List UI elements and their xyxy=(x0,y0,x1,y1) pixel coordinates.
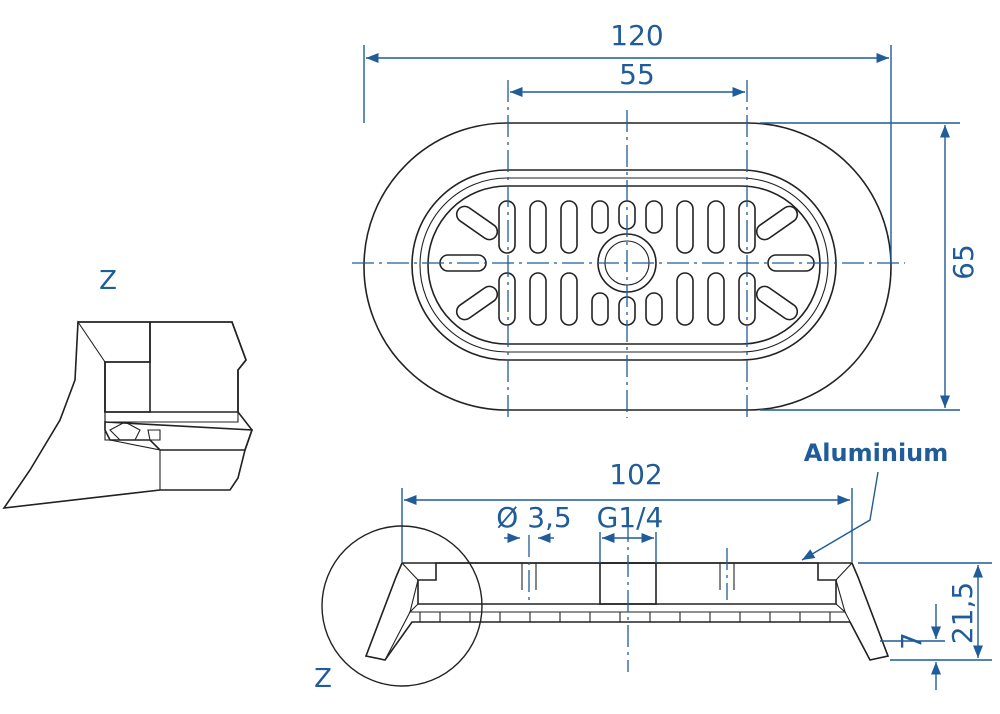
thread-label: G1/4 xyxy=(597,501,664,534)
detail-marker-label: Z xyxy=(314,664,332,694)
inner-ring-3 xyxy=(427,185,821,345)
inner-ring-2 xyxy=(419,177,829,353)
hole-diameter-label: Ø 3,5 xyxy=(496,501,571,534)
bottom-notches xyxy=(419,612,831,622)
detail-marker: Z xyxy=(314,525,483,694)
lip-height-label: 7 xyxy=(895,632,928,650)
material-label: Aluminium xyxy=(804,439,949,467)
top-view: 120 55 65 xyxy=(352,19,980,418)
length-label: 102 xyxy=(609,458,662,491)
width-label: 120 xyxy=(610,19,663,52)
detail-outline xyxy=(2,321,253,509)
lower-slots xyxy=(498,272,756,326)
inner-width-label: 55 xyxy=(619,58,655,91)
top-plate-section xyxy=(417,562,837,605)
total-height-label: 21,5 xyxy=(946,582,979,644)
detail-view: Z xyxy=(2,266,254,509)
side-view: 102 Ø 3,5 G1/4 Aluminium 21,5 7 xyxy=(364,439,992,690)
inner-ring-1 xyxy=(411,169,837,361)
height-label: 65 xyxy=(947,244,980,280)
detail-title: Z xyxy=(99,266,117,296)
